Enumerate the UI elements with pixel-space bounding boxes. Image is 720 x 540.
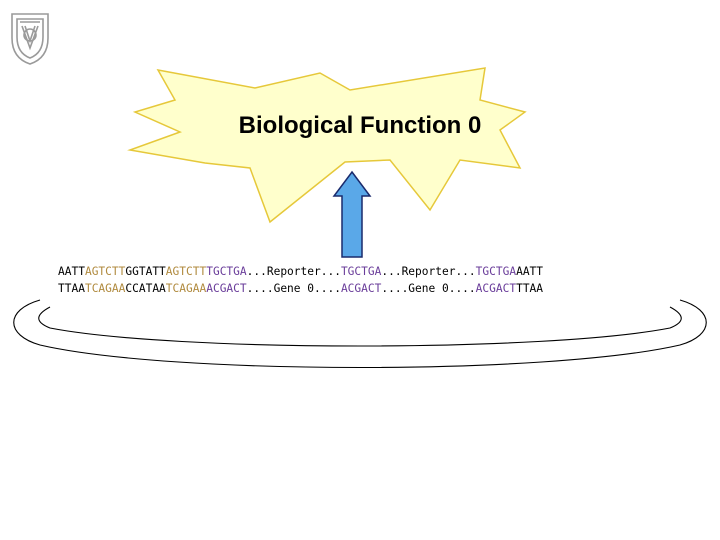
dna-top-strand: AATTAGTCTTGGTATTAGTCTTTGCTGA...Reporter.… [58,265,543,278]
sequence-segment: ACGACT [206,282,247,295]
sequence-segment: ...Reporter... [246,265,341,278]
sequence-segment: TGCTGA [206,265,247,278]
starburst-shape [127,67,527,224]
sequence-segment: AGTCTT [165,265,207,278]
sequence-segment: TTAA [58,282,85,295]
sequence-segment: TGCTGA [340,265,382,278]
sequence-segment: ACGACT [475,282,517,295]
sequence-segment: ...Reporter... [381,265,476,278]
sequence-segment: TTAA [516,282,544,295]
sequence-segment: ACGACT [340,282,382,295]
sequence-segment: GGTATT [125,265,166,278]
sequence-segment: ....Gene 0.... [246,282,341,295]
sequence-segment: AATT [58,265,85,278]
function-title: Biological Function 0 [238,112,482,139]
sequence-segment: AATT [516,265,544,278]
sequence-segment: TCAGAA [165,282,207,295]
sequence-segment: TGCTGA [475,265,517,278]
plasmid-ring [13,299,707,369]
up-arrow [332,170,372,258]
sequence-segment: CCATAA [125,282,166,295]
sequence-segment: ....Gene 0.... [381,282,476,295]
dna-bottom-strand: TTAATCAGAACCATAATCAGAAACGACT....Gene 0..… [58,282,543,295]
university-emblem-icon [11,13,49,65]
sequence-segment: AGTCTT [84,265,126,278]
sequence-segment: TCAGAA [84,282,126,295]
